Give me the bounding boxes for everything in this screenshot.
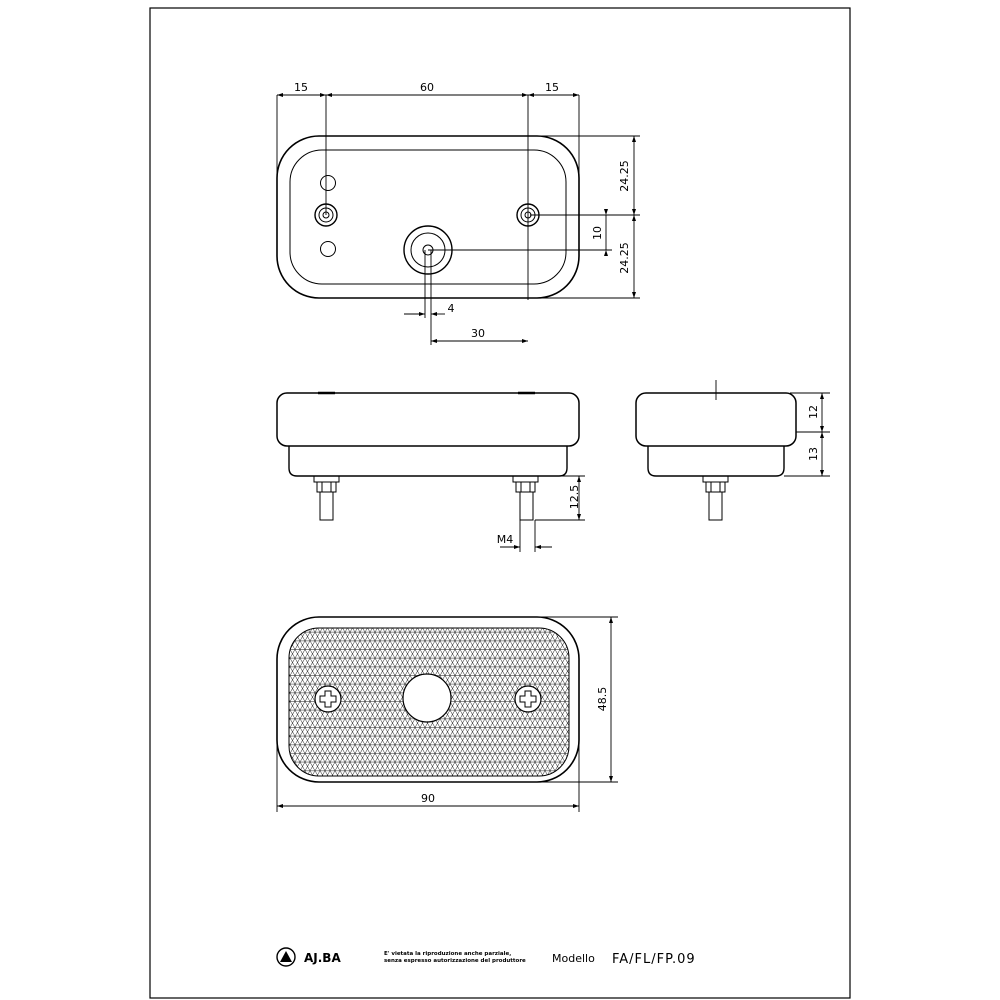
dim-right-margin: 15 <box>545 81 559 94</box>
dim-upper-half-height: 24.25 <box>618 160 631 192</box>
top-view-inner-outline <box>289 149 567 285</box>
title-block: AJ.BA E' vietata la riproduzione anche p… <box>276 947 696 967</box>
company-name: AJ.BA <box>304 951 341 965</box>
dim-lower-half-height: 24.25 <box>618 242 631 274</box>
side-view-right-stud <box>512 475 539 521</box>
side-view-lens <box>276 392 580 447</box>
top-view-arrowheads <box>277 93 636 343</box>
dim-stud-length: 12.5 <box>568 485 581 510</box>
dim-cable-offset: 30 <box>471 327 485 340</box>
dim-hole-spacing: 60 <box>420 81 434 94</box>
side-view-arrowheads <box>514 476 581 549</box>
end-view-arrowheads <box>820 393 824 476</box>
side-view-left-stud <box>313 475 340 521</box>
dim-overall-height: 48.5 <box>596 687 609 712</box>
dim-thread: M4 <box>497 533 514 546</box>
dim-overall-width: 90 <box>421 792 435 805</box>
side-view <box>276 391 585 552</box>
vent-hole-lower <box>320 241 336 257</box>
center-lamp-window <box>402 673 452 723</box>
dim-cable-hole: 4 <box>448 302 455 315</box>
dim-left-margin: 15 <box>294 81 308 94</box>
end-view-stud <box>702 475 729 521</box>
vent-hole-upper <box>320 175 336 191</box>
dim-center-offset: 10 <box>591 226 604 240</box>
dim-lens-height: 12 <box>807 405 820 419</box>
end-view <box>635 380 830 521</box>
top-view: 15 60 15 24.25 24.25 10 4 30 <box>276 81 640 345</box>
model-value: FA/FL/FP.09 <box>612 952 696 967</box>
model-label: Modello <box>552 952 595 965</box>
end-view-lens <box>635 392 797 447</box>
top-view-outer-outline <box>276 135 580 299</box>
front-view: 48.5 90 <box>276 616 618 812</box>
sheet-border <box>149 7 851 999</box>
right-screw-icon <box>514 685 542 713</box>
notice-line-1: E' vietata la riproduzione anche parzial… <box>384 951 511 957</box>
left-screw-icon <box>314 685 342 713</box>
notice-line-2: senza espresso autorizzazione del produt… <box>384 958 526 964</box>
end-view-base <box>647 446 785 477</box>
front-view-dimension-lines <box>276 616 618 812</box>
front-view-outer-outline <box>276 616 580 783</box>
side-view-base <box>288 446 568 477</box>
front-view-arrowheads <box>277 617 613 808</box>
company-logo-icon <box>276 947 296 967</box>
dim-base-height: 13 <box>807 447 820 461</box>
